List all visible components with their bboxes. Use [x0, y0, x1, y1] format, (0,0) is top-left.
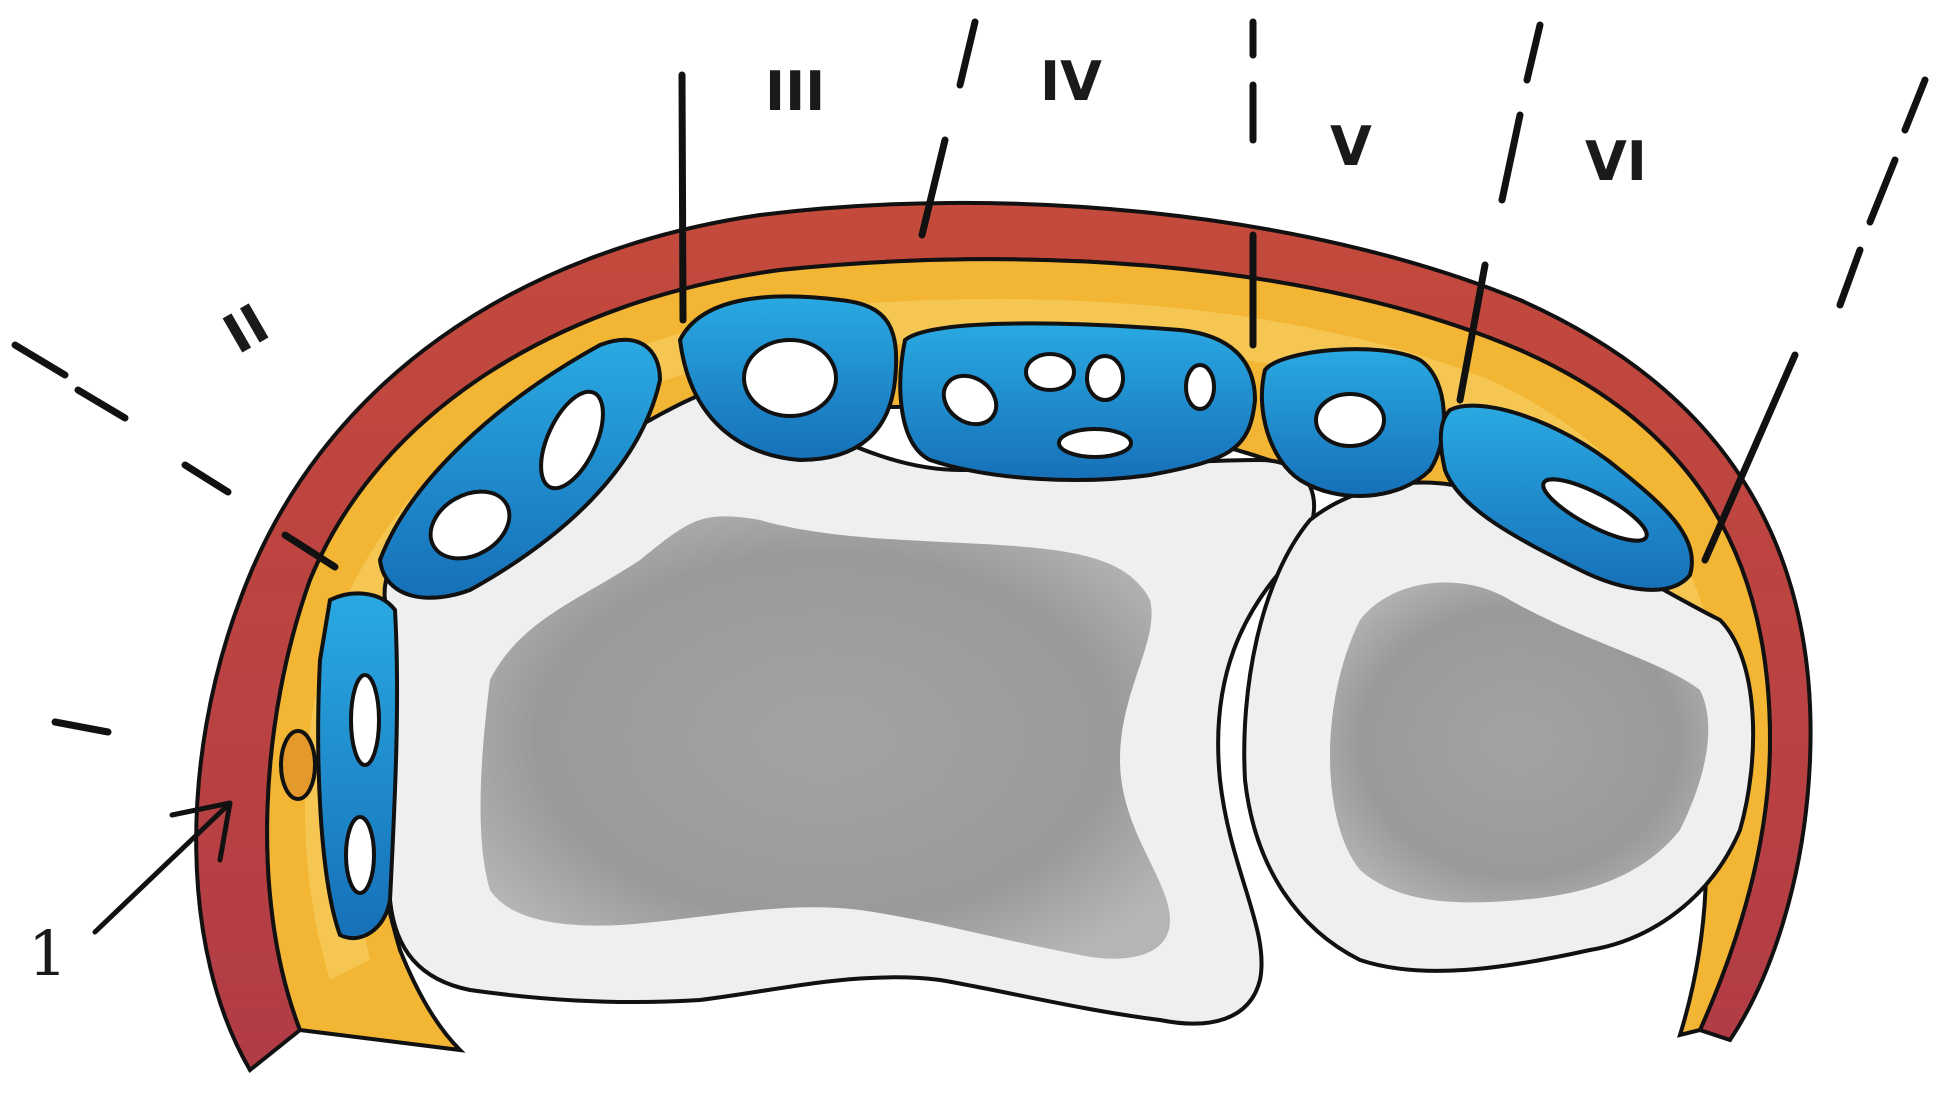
label-compartment-2: II: [213, 292, 279, 367]
pointer-1-arrow-shaft: [92, 802, 231, 935]
compartment-4-tendon-b: [1024, 352, 1076, 392]
septum-6-lower: [1701, 351, 1799, 564]
label-pointer-1: 1: [28, 917, 67, 990]
radius-bone-marrow: [480, 516, 1170, 959]
septum-3-4-lower: [918, 136, 949, 239]
septum-3-4-upper: [956, 18, 979, 89]
septum-6-top: [1901, 76, 1929, 134]
compartment-1-tendon-b: [344, 815, 376, 895]
septum-1-2-inner: [281, 531, 339, 571]
ulna-bone-marrow: [1330, 582, 1709, 903]
septum-5-6-top: [1523, 21, 1544, 84]
compartment-1-sheath: [316, 591, 400, 941]
compartment-4-sheath: [898, 321, 1258, 482]
septum-6-middle-b: [1836, 246, 1864, 309]
label-compartment-4: IV: [1040, 50, 1102, 113]
label-compartment-6: VI: [1585, 130, 1647, 193]
septum-1-2-upper: [11, 341, 69, 379]
compartment-5-tendon: [1314, 392, 1386, 448]
compartment-4-tendon-d: [1057, 427, 1133, 459]
septum-2-3: [678, 71, 687, 324]
septum-1-2-lower: [181, 461, 232, 496]
label-compartment-3: III: [765, 60, 825, 123]
septum-5-6-lower: [1456, 261, 1489, 404]
septum-5-6-middle: [1498, 111, 1524, 204]
septum-1-mark: [51, 718, 112, 736]
compartment-2-tendon-b: [539, 389, 605, 491]
septum-6-middle-a: [1866, 156, 1899, 226]
compartment-2-tendon-a: [428, 489, 512, 561]
compartment-4-tendon-a: [941, 373, 999, 427]
pointer-1-arrowhead-icon: [169, 800, 233, 863]
compartment-6-tendon: [1541, 477, 1649, 543]
compartment-1-fat-nodule: [279, 729, 317, 801]
compartment-4-tendon-c: [1085, 354, 1125, 402]
septum-1-2-middle: [74, 386, 129, 422]
label-compartment-5: V: [1330, 115, 1372, 178]
compartment-4-tendon-e: [1184, 363, 1216, 411]
compartment-1-tendon-a: [349, 673, 381, 767]
compartment-3-tendon: [742, 338, 838, 418]
